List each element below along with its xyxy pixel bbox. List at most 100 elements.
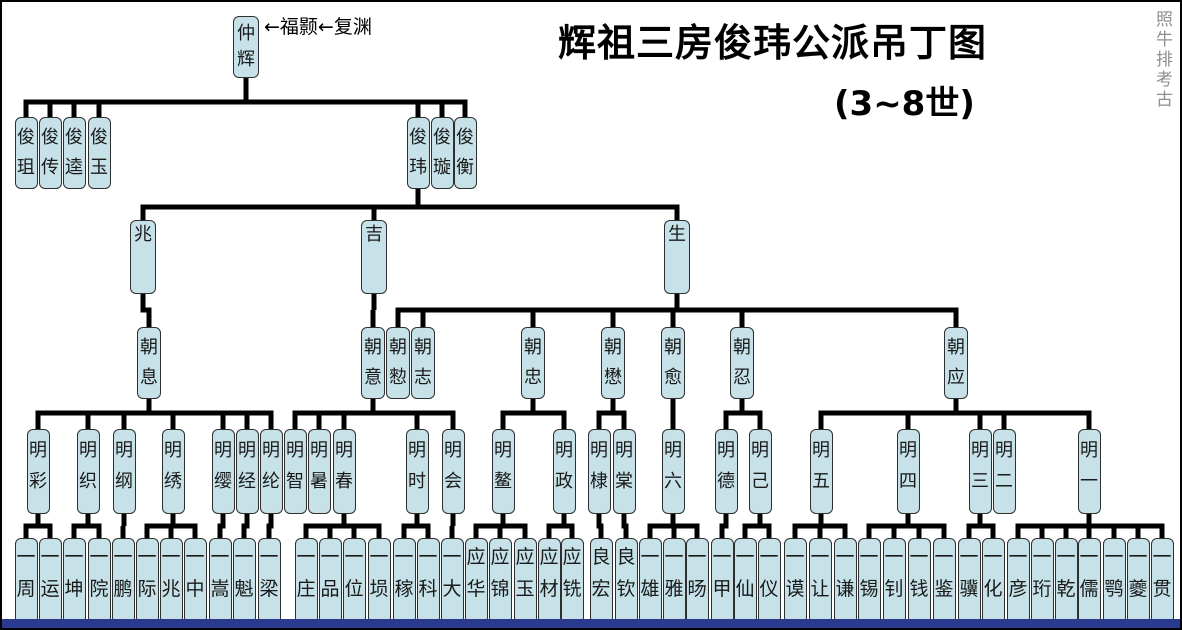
tree-node-一彦: 一彦 — [1006, 538, 1030, 624]
node-char: 一 — [344, 546, 364, 568]
node-char: 魁 — [234, 578, 254, 600]
node-char: 珇 — [17, 156, 35, 178]
node-char: 五 — [812, 471, 830, 492]
node-char: 明 — [262, 440, 280, 461]
tree-node-一中: 一中 — [183, 538, 207, 624]
tree-node-一稼: 一稼 — [392, 538, 416, 624]
node-char: 玉 — [90, 156, 108, 178]
tree-node-朝志: 朝志 — [411, 327, 435, 399]
node-char: 一 — [640, 546, 660, 568]
node-char: 谟 — [785, 578, 805, 600]
tree-node-一鹏: 一鹏 — [111, 538, 135, 624]
node-char: 明 — [590, 440, 608, 461]
node-char: 绣 — [164, 471, 182, 492]
tree-node-一庄: 一庄 — [294, 538, 318, 624]
node-char: 明 — [664, 440, 682, 461]
node-char: 一 — [234, 546, 254, 568]
node-char: 一 — [185, 546, 205, 568]
tree-node-明智: 明智 — [283, 429, 307, 514]
node-char: 明 — [29, 440, 47, 461]
tree-node-明棠: 明棠 — [612, 429, 636, 514]
tree-node-一鉴: 一鉴 — [932, 538, 956, 624]
node-char: 逵 — [65, 156, 83, 178]
tree-node-明时: 明时 — [405, 429, 429, 514]
node-char: 纲 — [115, 471, 133, 492]
tree-node-一仪: 一仪 — [757, 538, 781, 624]
tree-node-一院: 一院 — [87, 538, 111, 624]
tree-node-明纲: 明纲 — [112, 429, 136, 514]
tree-node-俊玮: 俊玮 — [406, 117, 430, 189]
node-char: 织 — [79, 471, 97, 492]
node-char: 璇 — [433, 156, 451, 178]
node-char: 玮 — [409, 156, 427, 178]
tree-node-一谟: 一谟 — [783, 538, 807, 624]
node-char: 一 — [418, 546, 438, 568]
node-char: 明 — [286, 440, 304, 461]
tree-node-俊衡: 俊衡 — [453, 117, 477, 189]
node-char: 棣 — [590, 471, 608, 492]
tree-node-仲辉: 仲辉 — [233, 16, 259, 78]
node-char: 鳌 — [494, 471, 512, 492]
node-char: 一 — [1152, 546, 1172, 568]
node-char: 材 — [539, 578, 559, 600]
node-char: 一 — [884, 546, 904, 568]
node-char: 吉 — [365, 224, 383, 245]
node-char: 梁 — [259, 578, 279, 600]
node-char: 明 — [238, 440, 256, 461]
node-char: 仲 — [237, 23, 255, 44]
tree-node-一乾: 一乾 — [1054, 538, 1078, 624]
node-char: 甲 — [712, 578, 732, 600]
tree-node-明四: 明四 — [896, 429, 920, 514]
node-char: 明 — [494, 440, 512, 461]
tree-node-一骥: 一骥 — [957, 538, 981, 624]
node-char: 一 — [1056, 546, 1076, 568]
node-char: 俊 — [409, 127, 427, 149]
tree-node-一鹗: 一鹗 — [1102, 538, 1126, 624]
node-char: 一 — [89, 546, 109, 568]
tree-node-明二: 明二 — [992, 429, 1016, 514]
node-char: 一 — [210, 546, 230, 568]
node-char: 位 — [344, 578, 364, 600]
node-char: 科 — [418, 578, 438, 600]
node-char: 明 — [615, 440, 633, 461]
node-char: 息 — [140, 366, 158, 388]
node-char: 四 — [899, 471, 917, 492]
node-char: 己 — [751, 471, 769, 492]
node-char: 一 — [735, 546, 755, 568]
node-char: 纶 — [262, 471, 280, 492]
node-char: 仪 — [759, 578, 779, 600]
tree-node-朝忍: 朝忍 — [730, 327, 754, 399]
node-char: 周 — [16, 578, 36, 600]
tree-node-俊珇: 俊珇 — [14, 117, 38, 189]
tree-node-明一: 明一 — [1077, 429, 1101, 514]
node-char: 春 — [335, 471, 353, 492]
node-char: 朝 — [414, 337, 432, 359]
tree-node-一贯: 一贯 — [1150, 538, 1174, 624]
node-char: 一 — [64, 546, 84, 568]
node-char: 明 — [1080, 440, 1098, 461]
node-char: 际 — [137, 578, 157, 600]
node-char: 彦 — [1008, 578, 1028, 600]
node-char: 一 — [785, 546, 805, 568]
tree-node-明绣: 明绣 — [161, 429, 185, 514]
tree-node-一科: 一科 — [416, 538, 440, 624]
node-char: 一 — [1032, 546, 1052, 568]
tree-node-一钊: 一钊 — [882, 538, 906, 624]
node-char: 一 — [1079, 546, 1099, 568]
tree-node-明五: 明五 — [809, 429, 833, 514]
node-char: 让 — [810, 578, 830, 600]
node-char: 骥 — [959, 578, 979, 600]
node-char: 一 — [1080, 471, 1098, 492]
node-char: 锦 — [490, 578, 510, 600]
tree-node-一仙: 一仙 — [733, 538, 757, 624]
node-char: 一 — [40, 546, 60, 568]
node-char: 运 — [40, 578, 60, 600]
tree-node-一际: 一际 — [135, 538, 159, 624]
tree-node-一魁: 一魁 — [232, 538, 256, 624]
node-char: 一 — [909, 546, 929, 568]
node-char: 雅 — [664, 578, 684, 600]
node-char: 兆 — [134, 224, 152, 245]
tree-node-吉: 吉 — [361, 220, 387, 294]
